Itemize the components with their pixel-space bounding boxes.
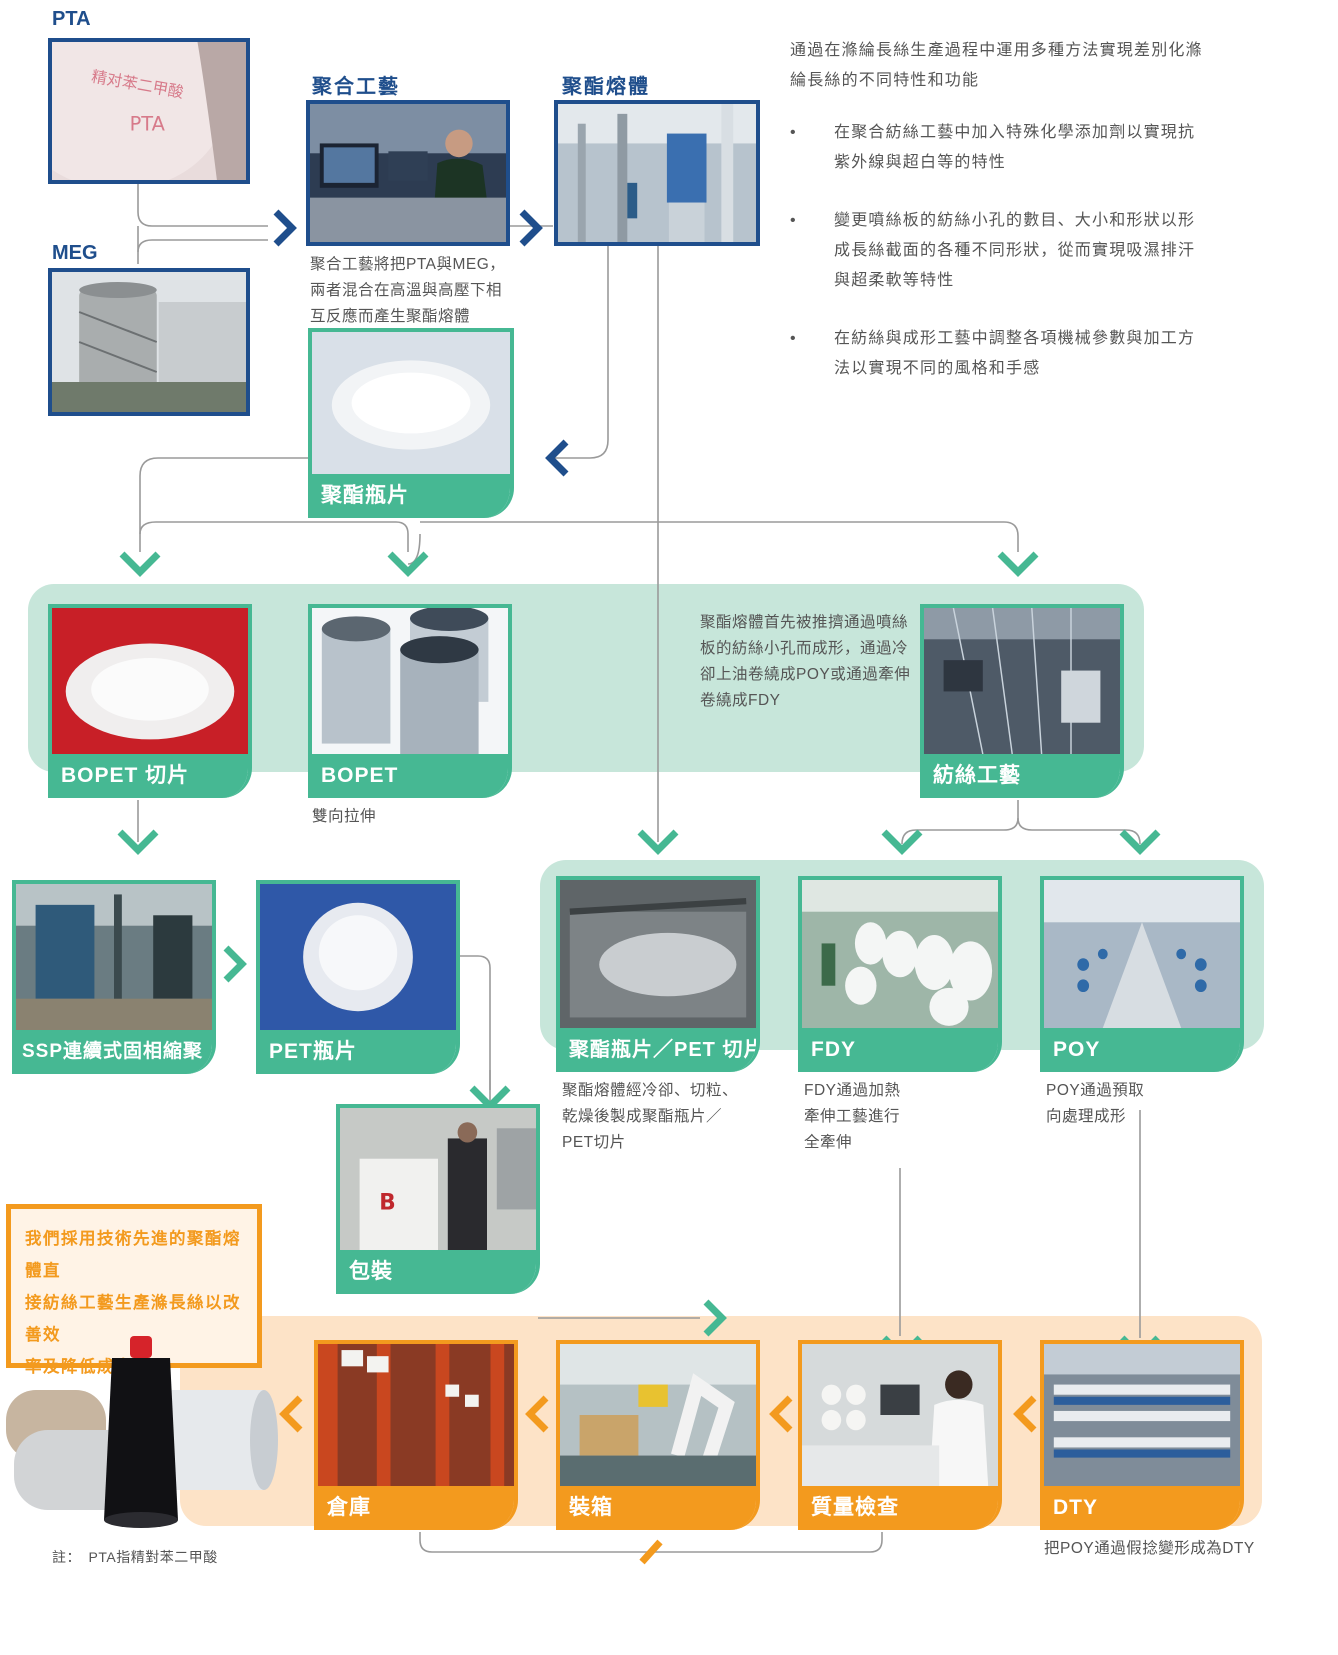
- packaging-caption: 包裝: [340, 1250, 536, 1294]
- dty-card: DTY: [1040, 1340, 1244, 1530]
- warehouse-card: 倉庫: [314, 1340, 518, 1530]
- bullet-line: 成長絲截面的各種不同形狀，從而實現吸濕排汗: [834, 242, 1196, 259]
- boxing-caption: 裝箱: [560, 1486, 756, 1530]
- bopet-card: BOPET: [308, 604, 512, 798]
- chips-top-card: 聚酯瓶片: [308, 328, 514, 518]
- bopet-chip-caption: BOPET 切片: [52, 754, 248, 798]
- chips-desc-line: 乾燥後製成聚酯瓶片／: [562, 1108, 723, 1125]
- feature-bullet: • 在聚合紡絲工藝中加入特殊化學添加劑以實現抗紫外線與超白等的特性: [790, 118, 1260, 178]
- dty-photo: [1044, 1344, 1240, 1486]
- intro-line: 通過在滌綸長絲生產過程中運用多種方法實現差別化滌: [790, 42, 1203, 59]
- highlight-line: 率及降低成本: [25, 1358, 133, 1376]
- fdy-desc-line: 牽伸工藝進行: [804, 1108, 901, 1125]
- polymer-desc-line: 互反應而產生聚酯熔體: [310, 308, 471, 325]
- pet-photo: [260, 884, 456, 1030]
- spinning-desc-line: 卷繞成FDY: [700, 692, 781, 709]
- spinning-card: 紡絲工藝: [920, 604, 1124, 798]
- product-illustration: [6, 1336, 278, 1528]
- chips-desc-line: PET切片: [562, 1134, 626, 1151]
- spinning-desc-line: 卻上油卷繞成POY或通過牽伸: [700, 666, 911, 683]
- spinning-desc-line: 板的紡絲小孔而成形，通過冷: [700, 640, 909, 657]
- bullet-line: 在聚合紡絲工藝中加入特殊化學添加劑以實現抗: [834, 124, 1196, 141]
- bopet-chip-photo: [52, 608, 248, 754]
- bopet-desc: 雙向拉伸: [312, 808, 377, 825]
- bopet-photo: [312, 608, 508, 754]
- spinning-desc-line: 聚酯熔體首先被推擠通過噴絲: [700, 614, 909, 631]
- pta-label: PTA: [52, 8, 91, 30]
- meg-photo: [48, 268, 250, 416]
- dty-caption: DTY: [1044, 1486, 1240, 1530]
- spinning-desc: 聚酯熔體首先被推擠通過噴絲 板的紡絲小孔而成形，通過冷 卻上油卷繞成POY或通過…: [700, 610, 920, 714]
- warehouse-photo: [318, 1344, 514, 1486]
- boxing-photo: [560, 1344, 756, 1486]
- bullet-dot: •: [790, 124, 797, 141]
- qc-card: 質量檢查: [798, 1340, 1002, 1530]
- packaging-photo: B: [340, 1108, 536, 1250]
- pet-card: PET瓶片: [256, 880, 460, 1074]
- feature-bullet: • 變更噴絲板的紡絲小孔的數目、大小和形狀以形成長絲截面的各種不同形狀，從而實現吸…: [790, 206, 1260, 296]
- feature-bullets: • 在聚合紡絲工藝中加入特殊化學添加劑以實現抗紫外線與超白等的特性 • 變更噴絲板的…: [790, 118, 1260, 412]
- pta-photo: 精对苯二甲酸 PTA: [48, 38, 250, 184]
- qc-photo: [802, 1344, 998, 1486]
- svg-text:PTA: PTA: [130, 113, 166, 136]
- fdy-desc-line: 全牽伸: [804, 1134, 853, 1151]
- poy-desc-line: 向處理成形: [1046, 1108, 1127, 1125]
- spinning-caption: 紡絲工藝: [924, 754, 1120, 798]
- polyester-melt-title: 聚酯熔體: [562, 76, 650, 98]
- qc-caption: 質量檢查: [802, 1486, 998, 1530]
- pet-caption: PET瓶片: [260, 1030, 456, 1074]
- fdy-desc: FDY通過加熱 牽伸工藝進行 全牽伸: [804, 1078, 914, 1156]
- polyester-melt-photo: [554, 100, 760, 246]
- intro-text: 通過在滌綸長絲生產過程中運用多種方法實現差別化滌 綸長絲的不同特性和功能: [790, 36, 1290, 96]
- footnote: 註： PTA指精對苯二甲酸: [52, 1549, 218, 1565]
- chips-desc-line: 聚酯熔體經冷卻、切粒、: [562, 1082, 739, 1099]
- bullet-dot: •: [790, 330, 797, 347]
- poy-desc: POY通過預取 向處理成形: [1046, 1078, 1156, 1130]
- poy-desc-line: POY通過預取: [1046, 1082, 1145, 1099]
- feature-bullet: • 在紡絲與成形工藝中調整各項機械參數與加工方法以實現不同的風格和手感: [790, 324, 1260, 384]
- polymer-process-desc: 聚合工藝將把PTA與MEG， 兩者混合在高溫與高壓下相 互反應而產生聚酯熔體: [310, 252, 520, 330]
- highlight-line: 我們採用技術先進的聚酯熔體直: [25, 1230, 241, 1280]
- ssp-photo: [16, 884, 212, 1030]
- chips-top-photo: [312, 332, 510, 474]
- warehouse-caption: 倉庫: [318, 1486, 514, 1530]
- poy-card: POY: [1040, 876, 1244, 1072]
- chips-top-caption: 聚酯瓶片: [312, 474, 510, 518]
- polymer-desc-line: 聚合工藝將把PTA與MEG，: [310, 256, 506, 273]
- packaging-card: B 包裝: [336, 1104, 540, 1294]
- fdy-photo: [802, 880, 998, 1028]
- chips-photo: [560, 880, 756, 1028]
- ssp-caption: SSP連續式固相縮聚: [16, 1030, 212, 1074]
- bullet-line: 在紡絲與成形工藝中調整各項機械參數與加工方: [834, 330, 1196, 347]
- spinning-photo: [924, 608, 1120, 754]
- bopet-chip-card: BOPET 切片: [48, 604, 252, 798]
- meg-label: MEG: [52, 242, 98, 264]
- bopet-caption: BOPET: [312, 754, 508, 798]
- chips-caption: 聚酯瓶片／PET 切片: [560, 1028, 756, 1072]
- fdy-desc-line: FDY通過加熱: [804, 1082, 901, 1099]
- bullet-line: 變更噴絲板的紡絲小孔的數目、大小和形狀以形: [834, 212, 1196, 229]
- bullet-line: 法以實現不同的風格和手感: [834, 360, 1041, 377]
- ssp-card: SSP連續式固相縮聚: [12, 880, 216, 1074]
- chips-desc: 聚酯熔體經冷卻、切粒、 乾燥後製成聚酯瓶片／ PET切片: [562, 1078, 772, 1156]
- polymer-process-photo: [306, 100, 510, 246]
- chips-card: 聚酯瓶片／PET 切片: [556, 876, 760, 1072]
- bullet-dot: •: [790, 212, 797, 229]
- fdy-card: FDY: [798, 876, 1002, 1072]
- boxing-card: 裝箱: [556, 1340, 760, 1530]
- bullet-line: 與超柔軟等特性: [834, 272, 955, 289]
- fdy-caption: FDY: [802, 1028, 998, 1072]
- poy-caption: POY: [1044, 1028, 1240, 1072]
- poy-photo: [1044, 880, 1240, 1028]
- intro-line: 綸長絲的不同特性和功能: [790, 72, 980, 89]
- dty-desc: 把POY通過假捻變形成為DTY: [1044, 1540, 1255, 1557]
- polymer-process-title: 聚合工藝: [312, 76, 400, 98]
- bullet-line: 紫外線與超白等的特性: [834, 154, 1007, 171]
- polymer-desc-line: 兩者混合在高溫與高壓下相: [310, 282, 503, 299]
- highlight-line: 接紡絲工藝生產滌長絲以改善效: [25, 1294, 241, 1344]
- svg-text:B: B: [379, 1190, 395, 1215]
